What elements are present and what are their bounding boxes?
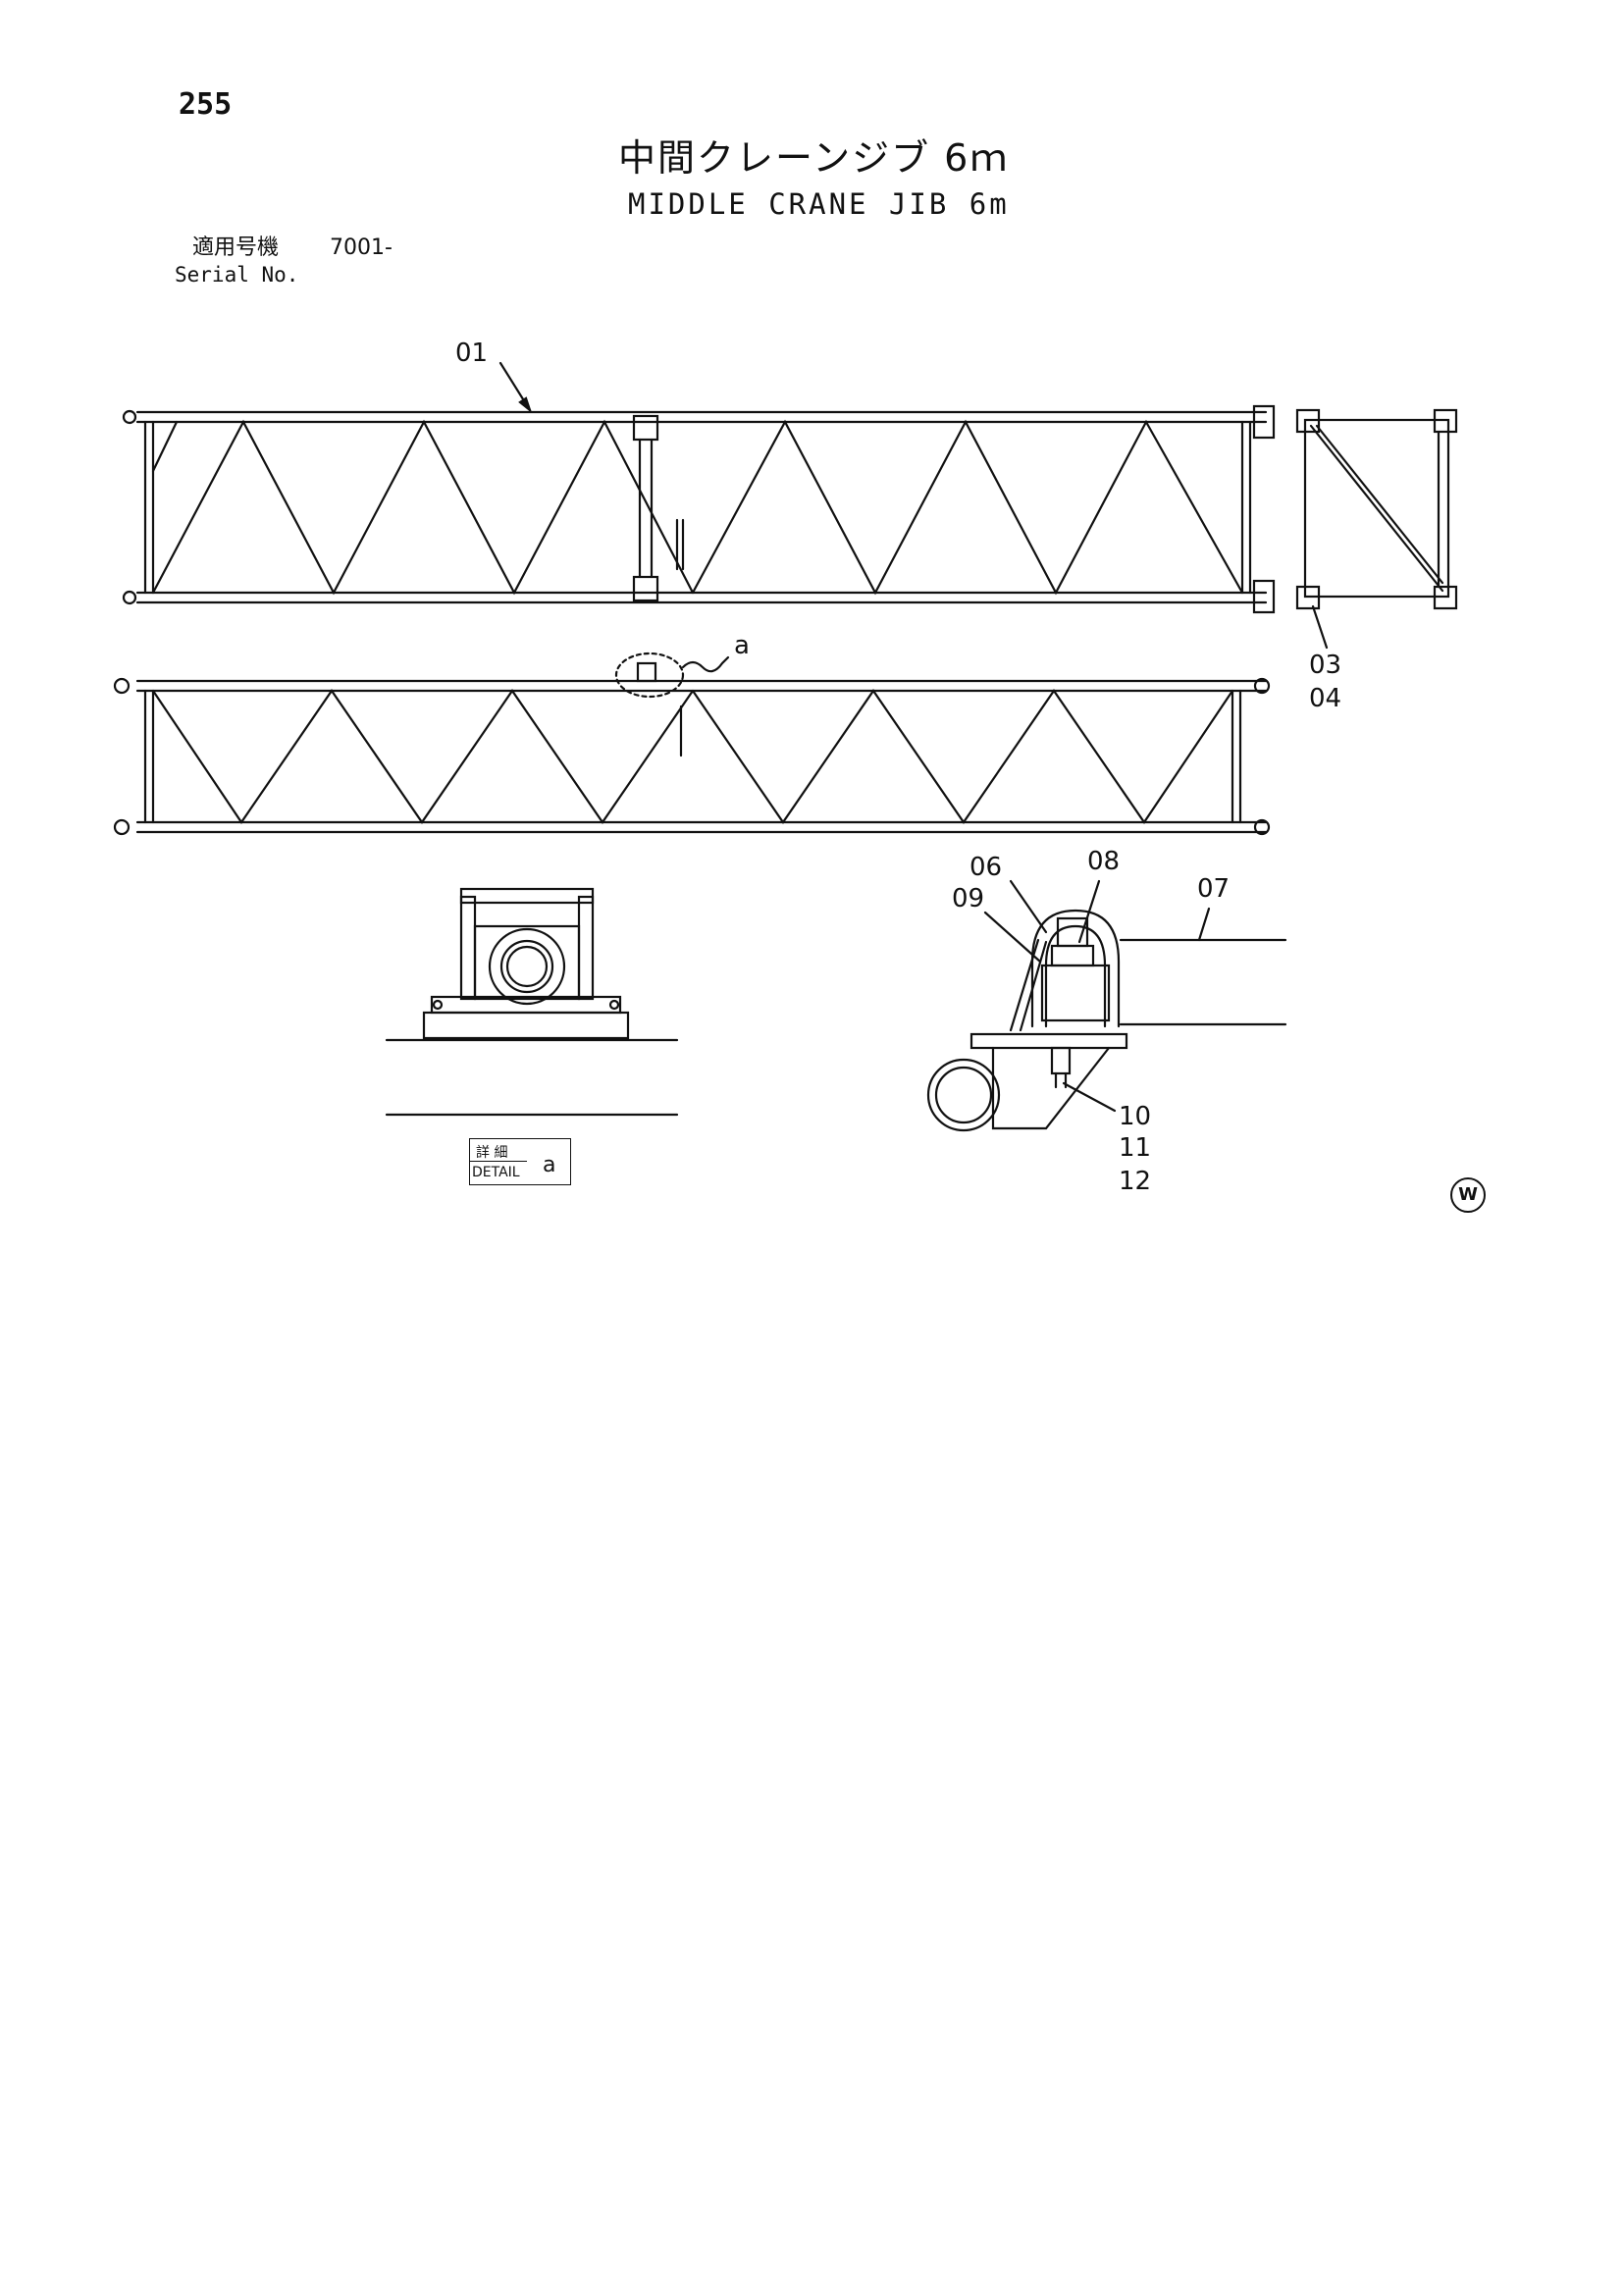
jib-side-view [122,361,1276,614]
callout-10: 10 [1119,1102,1151,1131]
serial-label-japanese: 適用号機 [192,235,280,260]
callout-07: 07 [1197,874,1230,904]
callout-12: 12 [1119,1167,1151,1196]
corner-mark-circle: W [1450,1177,1486,1213]
detail-divider [470,1161,527,1162]
callout-04: 04 [1309,684,1341,713]
callout-detail-a: a [734,631,750,660]
detail-label-english: DETAIL [472,1165,520,1180]
title-english: MIDDLE CRANE JIB 6m [628,187,1010,221]
callout-03: 03 [1309,651,1341,680]
detail-label-letter: a [543,1153,556,1177]
detail-label-japanese: 詳 細 [476,1145,508,1161]
detail-a-drawing [385,887,679,1117]
callout-11: 11 [1119,1133,1151,1163]
jib-plan-view [113,652,1271,836]
page-number: 255 [179,87,233,122]
callout-01: 01 [455,339,488,368]
serial-value: 7001- [330,235,393,260]
callout-06: 06 [969,853,1002,882]
detail-a-label: 詳 細 DETAIL a [469,1138,571,1185]
callout-08: 08 [1087,847,1120,876]
title-japanese: 中間クレーンジブ 6ｍ [618,136,1010,180]
detail-section-drawing [926,879,1287,1132]
serial-label-english: Serial No. [175,263,299,287]
jib-end-view [1295,408,1458,650]
callout-09: 09 [952,884,984,913]
